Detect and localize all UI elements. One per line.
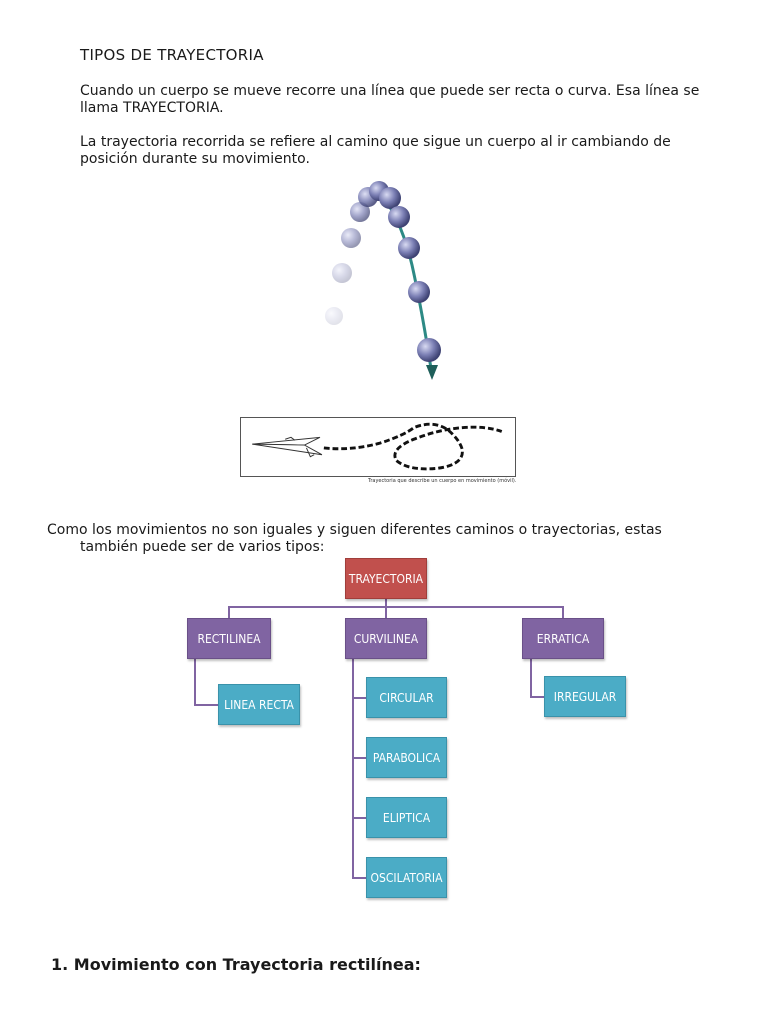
ball-positions	[325, 181, 441, 362]
connector-horizontal	[228, 606, 564, 608]
parabolic-trajectory-figure	[325, 181, 441, 380]
diagram-branch-rectilinea: RECTILINEA	[187, 618, 271, 659]
plane-trajectory-figure	[240, 417, 516, 477]
paragraph-types-line1: Como los movimientos no son iguales y si…	[47, 522, 662, 538]
connector-rect-leaf-horizontal	[194, 704, 219, 706]
dashed-trajectory-line	[323, 422, 503, 471]
paper-plane-icon	[252, 436, 323, 458]
connector-curv-leaf-1	[352, 697, 367, 699]
section-heading: 1. Movimiento con Trayectoria rectilínea…	[51, 955, 421, 974]
connector-rect-leaf-vertical	[194, 659, 196, 705]
connector-err-leaf-vertical	[530, 659, 532, 697]
diagram-leaf-circular: CIRCULAR	[366, 677, 447, 718]
connector-root-down	[385, 599, 387, 607]
connector-curv-leaf-2	[352, 757, 367, 759]
diagram-leaf-oscilatoria: OSCILATORIA	[366, 857, 447, 898]
diagram-branch-erratica: ERRATICA	[522, 618, 604, 659]
connector-curv-vertical	[352, 659, 354, 878]
connector-curvilinea	[385, 606, 387, 618]
diagram-branch-curvilinea: CURVILINEA	[345, 618, 427, 659]
connector-erratica	[562, 606, 564, 618]
paragraph-types-intro: Como los movimientos no son iguales y si…	[47, 522, 707, 556]
paragraph-definition: Cuando un cuerpo se mueve recorre una lí…	[80, 83, 700, 116]
diagram-leaf-eliptica: ELIPTICA	[366, 797, 447, 838]
diagram-leaf-linea-recta: LINEA RECTA	[218, 684, 300, 725]
trajectory-arrow-head	[426, 365, 438, 380]
paragraph-types-line2: también puede ser de varios tipos:	[80, 539, 325, 555]
diagram-leaf-parabolica: PARABOLICA	[366, 737, 447, 778]
diagram-leaf-irregular: IRREGULAR	[544, 676, 626, 717]
paragraph-path-description: La trayectoria recorrida se refiere al c…	[80, 134, 671, 167]
page-title: TIPOS DE TRAYECTORIA	[80, 46, 264, 64]
connector-err-leaf-horizontal	[530, 696, 545, 698]
connector-curv-leaf-3	[352, 817, 367, 819]
diagram-root-box: TRAYECTORIA	[345, 558, 427, 599]
connector-curv-leaf-4	[352, 877, 367, 879]
connector-rectilinea	[228, 606, 230, 618]
figure-caption: Trayectoria que describe un cuerpo en mo…	[368, 478, 517, 484]
